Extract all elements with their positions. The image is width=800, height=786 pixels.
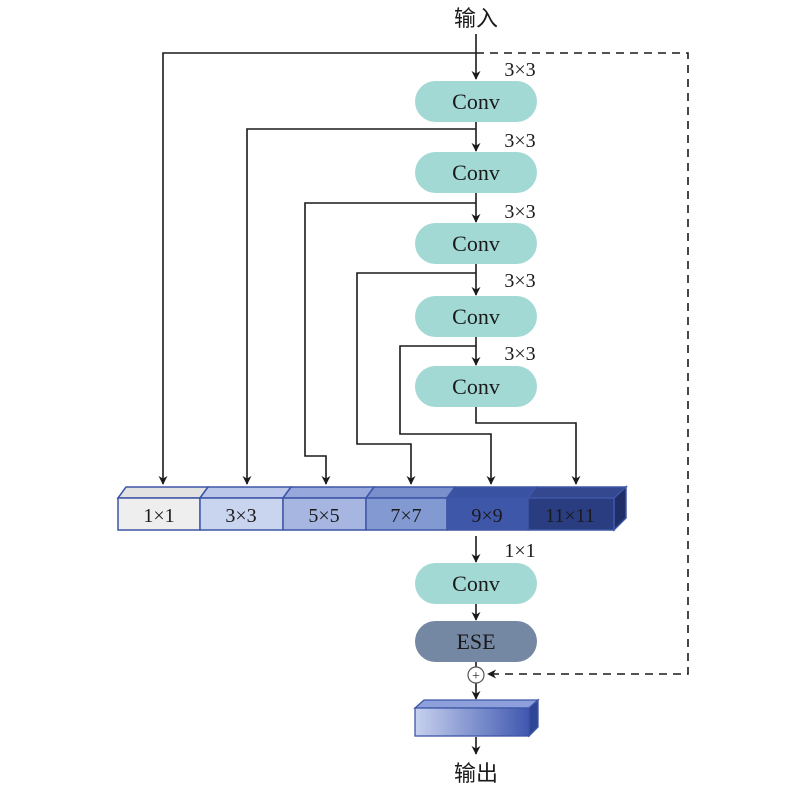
concat-block-11x11: 11×11: [526, 485, 628, 532]
input-label: 输入: [454, 7, 498, 32]
output-label: 输出: [454, 762, 498, 786]
fusion-conv-block: Conv: [415, 563, 537, 604]
add-symbol: +: [472, 669, 480, 684]
branch-9x9: [399, 345, 496, 485]
conv-label: Conv: [452, 571, 500, 596]
skip-branch-1x1: [158, 52, 476, 485]
add-node: +: [467, 666, 485, 684]
conv-label: Conv: [452, 231, 500, 256]
conv-chain: Conv Conv Conv Conv Conv: [415, 81, 537, 407]
connections: [158, 34, 689, 755]
branch-5x5: [304, 202, 476, 485]
ese-attention-block: ESE: [415, 621, 537, 662]
conv-label: Conv: [452, 304, 500, 329]
kernel-label-5: 3×3: [504, 343, 535, 365]
conv-label: Conv: [452, 374, 500, 399]
branch-7x7: [356, 272, 476, 485]
concat-label: 1×1: [143, 505, 174, 527]
concat-label: 9×9: [471, 505, 502, 527]
ese-label: ESE: [456, 629, 495, 654]
concat-block-9x9: 9×9: [445, 486, 538, 531]
conv-block-1: Conv: [415, 81, 537, 122]
concat-block-7x7: 7×7: [364, 486, 457, 531]
branch-3x3: [242, 128, 476, 485]
conv-block-3: Conv: [415, 223, 537, 264]
concat-label: 7×7: [390, 505, 421, 527]
concat-block-5x5: 5×5: [281, 486, 376, 531]
conv-block-2: Conv: [415, 152, 537, 193]
kernel-labels: 3×3 3×3 3×3 3×3 3×3: [504, 59, 535, 365]
kernel-label-1: 3×3: [504, 59, 535, 81]
concat-block-3x3: 3×3: [198, 486, 293, 531]
residual-dashed-connection: [476, 52, 689, 679]
conv-block-4: Conv: [415, 296, 537, 337]
concat-label: 11×11: [545, 505, 595, 527]
fusion-kernel-label: 1×1: [504, 540, 535, 562]
kernel-label-2: 3×3: [504, 130, 535, 152]
concat-label: 5×5: [308, 505, 339, 527]
output-feature-block: [413, 698, 540, 738]
concat-feature-stack: 1×1 3×3 5×5 7×7 9×9 11×11: [116, 485, 628, 532]
kernel-label-4: 3×3: [504, 270, 535, 292]
conv-block-5: Conv: [415, 366, 537, 407]
conv-label: Conv: [452, 89, 500, 114]
concat-label: 3×3: [225, 505, 256, 527]
branch-11x11: [475, 406, 581, 485]
kernel-label-3: 3×3: [504, 201, 535, 223]
conv-label: Conv: [452, 160, 500, 185]
concat-block-1x1: 1×1: [116, 486, 210, 531]
